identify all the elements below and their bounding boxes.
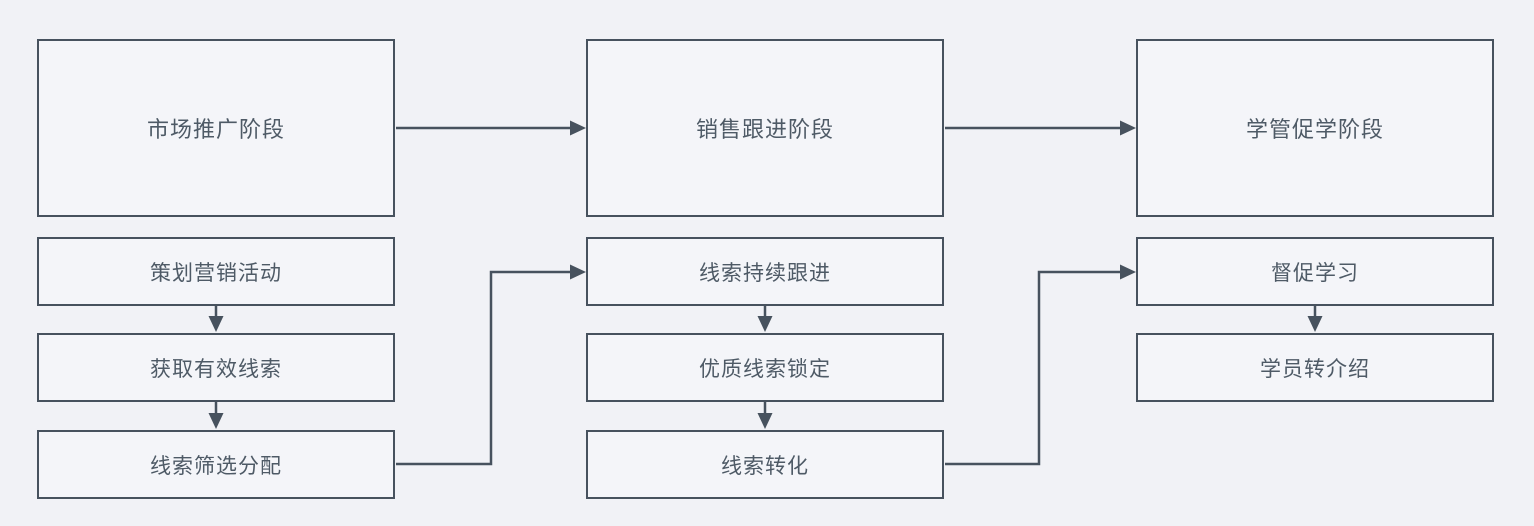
stage-node-sales-followup: 销售跟进阶段: [586, 39, 944, 217]
connector-arrow-col2-step1-step2: [757, 306, 773, 332]
step-node-lock-quality-leads: 优质线索锁定: [586, 333, 944, 402]
step-node-obtain-valid-leads: 获取有效线索: [37, 333, 395, 402]
step-label: 线索转化: [721, 454, 809, 478]
stage-node-study-management: 学管促学阶段: [1136, 39, 1494, 217]
step-label: 策划营销活动: [150, 261, 282, 285]
connector-arrow-col3-step1-step2: [1307, 306, 1323, 332]
step-label: 学员转介绍: [1260, 357, 1370, 381]
connector-arrow-stage1-stage2: [396, 120, 586, 136]
stage-label-sales: 销售跟进阶段: [695, 117, 834, 142]
step-node-student-referral: 学员转介绍: [1136, 333, 1494, 402]
stage-label-marketing: 市场推广阶段: [146, 117, 285, 142]
step-node-supervise-learning: 督促学习: [1136, 237, 1494, 306]
connector-arrow-col1-step1-step2: [208, 306, 224, 332]
step-label: 优质线索锁定: [699, 357, 831, 381]
connector-elbow-col1-col2: [396, 264, 586, 466]
stage-node-marketing: 市场推广阶段: [37, 39, 395, 217]
step-node-lead-conversion: 线索转化: [586, 430, 944, 499]
step-label: 线索筛选分配: [150, 454, 282, 478]
step-label: 线索持续跟进: [699, 261, 831, 285]
stage-label-study: 学管促学阶段: [1245, 117, 1384, 142]
step-label: 获取有效线索: [150, 357, 282, 381]
connector-arrow-col2-step2-step3: [757, 402, 773, 429]
connector-arrow-col1-step2-step3: [208, 402, 224, 429]
connector-elbow-col2-col3: [945, 264, 1136, 466]
step-node-lead-screening-distribution: 线索筛选分配: [37, 430, 395, 499]
step-node-plan-marketing-activities: 策划营销活动: [37, 237, 395, 306]
step-label: 督促学习: [1271, 261, 1359, 285]
connector-arrow-stage2-stage3: [945, 120, 1136, 136]
step-node-continuous-lead-followup: 线索持续跟进: [586, 237, 944, 306]
